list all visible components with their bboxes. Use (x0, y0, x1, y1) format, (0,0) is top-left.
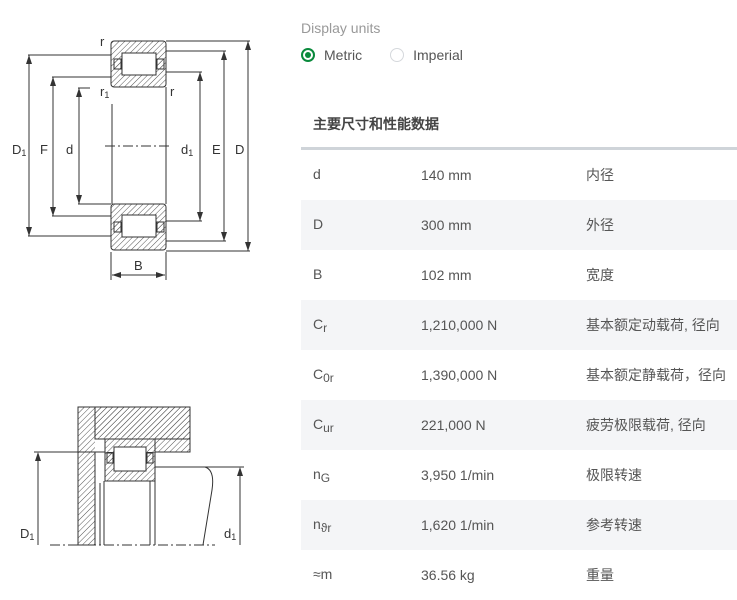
symbol-cell: Cr (301, 316, 421, 335)
label-D: D (235, 142, 244, 157)
symbol: B (313, 265, 323, 282)
symbol: D (313, 215, 324, 232)
table-row: B 102 mm 宽度 (301, 250, 737, 300)
description-cell: 外径 (586, 217, 614, 233)
symbol: n (313, 465, 321, 482)
radio-imperial-label[interactable]: Imperial (413, 47, 463, 63)
symbol-cell: D (301, 216, 421, 235)
label-D1: D1 (12, 142, 26, 158)
value-cell: 102 mm (421, 267, 472, 283)
symbol-subscript: G (320, 470, 331, 485)
description-cell: 极限转速 (586, 467, 642, 483)
label-r1: r1 (100, 84, 109, 100)
symbol-cell: nϑr (301, 516, 421, 535)
symbol-cell: d (301, 166, 421, 185)
value-cell: 140 mm (421, 167, 472, 183)
radio-imperial[interactable]: Imperial (390, 47, 463, 63)
units-radio-group: Metric Imperial (301, 47, 491, 63)
value-cell: 1,620 1/min (421, 517, 495, 533)
symbol-subscript: 0r (323, 370, 334, 385)
value-cell: 36.56 kg (421, 567, 475, 583)
radio-metric-label[interactable]: Metric (324, 47, 363, 63)
label-r-right: r (170, 84, 175, 99)
label-d1: d1 (224, 526, 236, 542)
label-D1: D1 (20, 526, 34, 542)
symbol-subscript: ϑr (320, 520, 332, 535)
symbol: C (313, 365, 324, 382)
description-cell: 内径 (586, 167, 614, 183)
table-row: D 300 mm 外径 (301, 200, 737, 250)
symbol-cell: ≈m (301, 566, 421, 585)
bearing-dimension-diagram: r r1 r D1 F d d1 E D B (12, 34, 251, 280)
symbol: C (313, 415, 324, 432)
symbol-cell: nG (301, 466, 421, 485)
label-B: B (134, 258, 143, 273)
table-row: ≈m 36.56 kg 重量 (301, 550, 737, 600)
description-cell: 基本额定动载荷, 径向 (586, 317, 720, 333)
description-cell: 参考转速 (586, 517, 642, 533)
value-cell: 1,210,000 N (421, 317, 498, 333)
symbol: C (313, 315, 324, 332)
display-units-label: Display units (301, 20, 381, 36)
description-cell: 宽度 (586, 267, 614, 283)
description-cell: 基本额定静载荷，径向 (586, 367, 726, 383)
radio-metric[interactable]: Metric (301, 47, 362, 63)
symbol-subscript: ur (323, 420, 334, 435)
label-d: d (66, 142, 73, 157)
description-cell: 重量 (586, 567, 614, 583)
label-d1: d1 (181, 142, 193, 158)
section-title: 主要尺寸和性能数据 (313, 116, 439, 132)
value-cell: 300 mm (421, 217, 472, 233)
value-cell: 221,000 N (421, 417, 486, 433)
symbol: d (313, 165, 321, 182)
label-F: F (40, 142, 48, 157)
radio-checked-icon[interactable] (301, 48, 315, 62)
description-cell: 疲劳极限载荷, 径向 (586, 417, 706, 433)
symbol-cell: B (301, 266, 421, 285)
radio-unchecked-icon[interactable] (390, 48, 405, 62)
table-row: d 140 mm 内径 (301, 150, 737, 200)
symbol-subscript: r (323, 320, 328, 335)
symbol-cell: Cur (301, 416, 421, 435)
label-E: E (212, 142, 221, 157)
symbol: ≈m (313, 565, 333, 582)
mounting-diagram: D1 d1 (20, 406, 244, 546)
value-cell: 3,950 1/min (421, 467, 495, 483)
symbol-cell: C0r (301, 366, 421, 385)
label-r: r (100, 34, 105, 49)
value-cell: 1,390,000 N (421, 367, 498, 383)
symbol: n (313, 515, 321, 532)
